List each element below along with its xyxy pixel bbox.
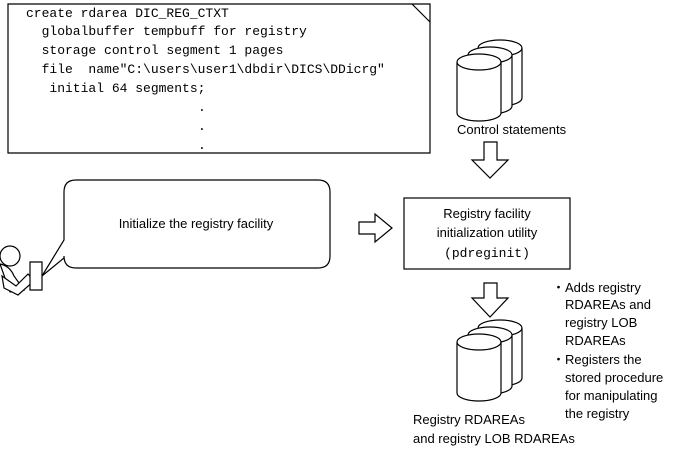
bullet-icon: ・ xyxy=(552,280,565,295)
ellipsis-dot: . xyxy=(198,119,206,134)
utility-command: (pdreginit) xyxy=(444,246,530,261)
note-line: for manipulating xyxy=(565,388,658,403)
control-statements-code: create rdarea DIC_REG_CTXT globalbuffer … xyxy=(26,6,385,153)
utility-notes: ・ Adds registry RDAREAs and registry LOB… xyxy=(552,280,663,421)
note-line: RDAREAs and xyxy=(565,297,651,312)
speech-callout: Initialize the registry facility xyxy=(41,179,331,277)
output-label-line1: Registry RDAREAs xyxy=(413,412,525,427)
down-arrow-icon xyxy=(470,282,510,318)
utility-name-line1: Registry facility xyxy=(443,206,531,221)
control-statements-label: Control statements xyxy=(457,122,567,137)
note-line: the registry xyxy=(565,406,630,421)
control-statements-box: create rdarea DIC_REG_CTXT globalbuffer … xyxy=(7,3,431,154)
ellipsis-dot: . xyxy=(198,138,206,153)
control-file-stack-icon xyxy=(456,39,523,122)
utility-box: Registry facility initialization utility… xyxy=(403,197,571,270)
down-arrow-icon xyxy=(470,141,510,179)
note-line: stored procedure xyxy=(565,370,663,385)
callout-text: Initialize the registry facility xyxy=(119,216,274,231)
code-line: storage control segment 1 pages xyxy=(26,43,283,58)
ellipsis-dot: . xyxy=(198,100,206,115)
right-arrow-icon xyxy=(358,212,393,244)
code-line: initial 64 segments; xyxy=(26,81,205,96)
bullet-icon: ・ xyxy=(552,352,565,367)
note-line: RDAREAs xyxy=(565,333,626,348)
utility-name-line2: initialization utility xyxy=(437,225,538,240)
note-line: Adds registry xyxy=(565,280,641,295)
code-line: create rdarea DIC_REG_CTXT xyxy=(26,6,229,21)
code-line: file name"C:\users\user1\dbdir\DICS\DDic… xyxy=(26,62,385,77)
registry-rdarea-stack-icon xyxy=(456,319,523,402)
output-label-line2: and registry LOB RDAREAs xyxy=(413,431,575,446)
code-line: globalbuffer tempbuff for registry xyxy=(26,24,307,39)
user-figure-icon xyxy=(0,245,43,296)
note-line: Registers the xyxy=(565,352,642,367)
note-line: registry LOB xyxy=(565,315,637,330)
